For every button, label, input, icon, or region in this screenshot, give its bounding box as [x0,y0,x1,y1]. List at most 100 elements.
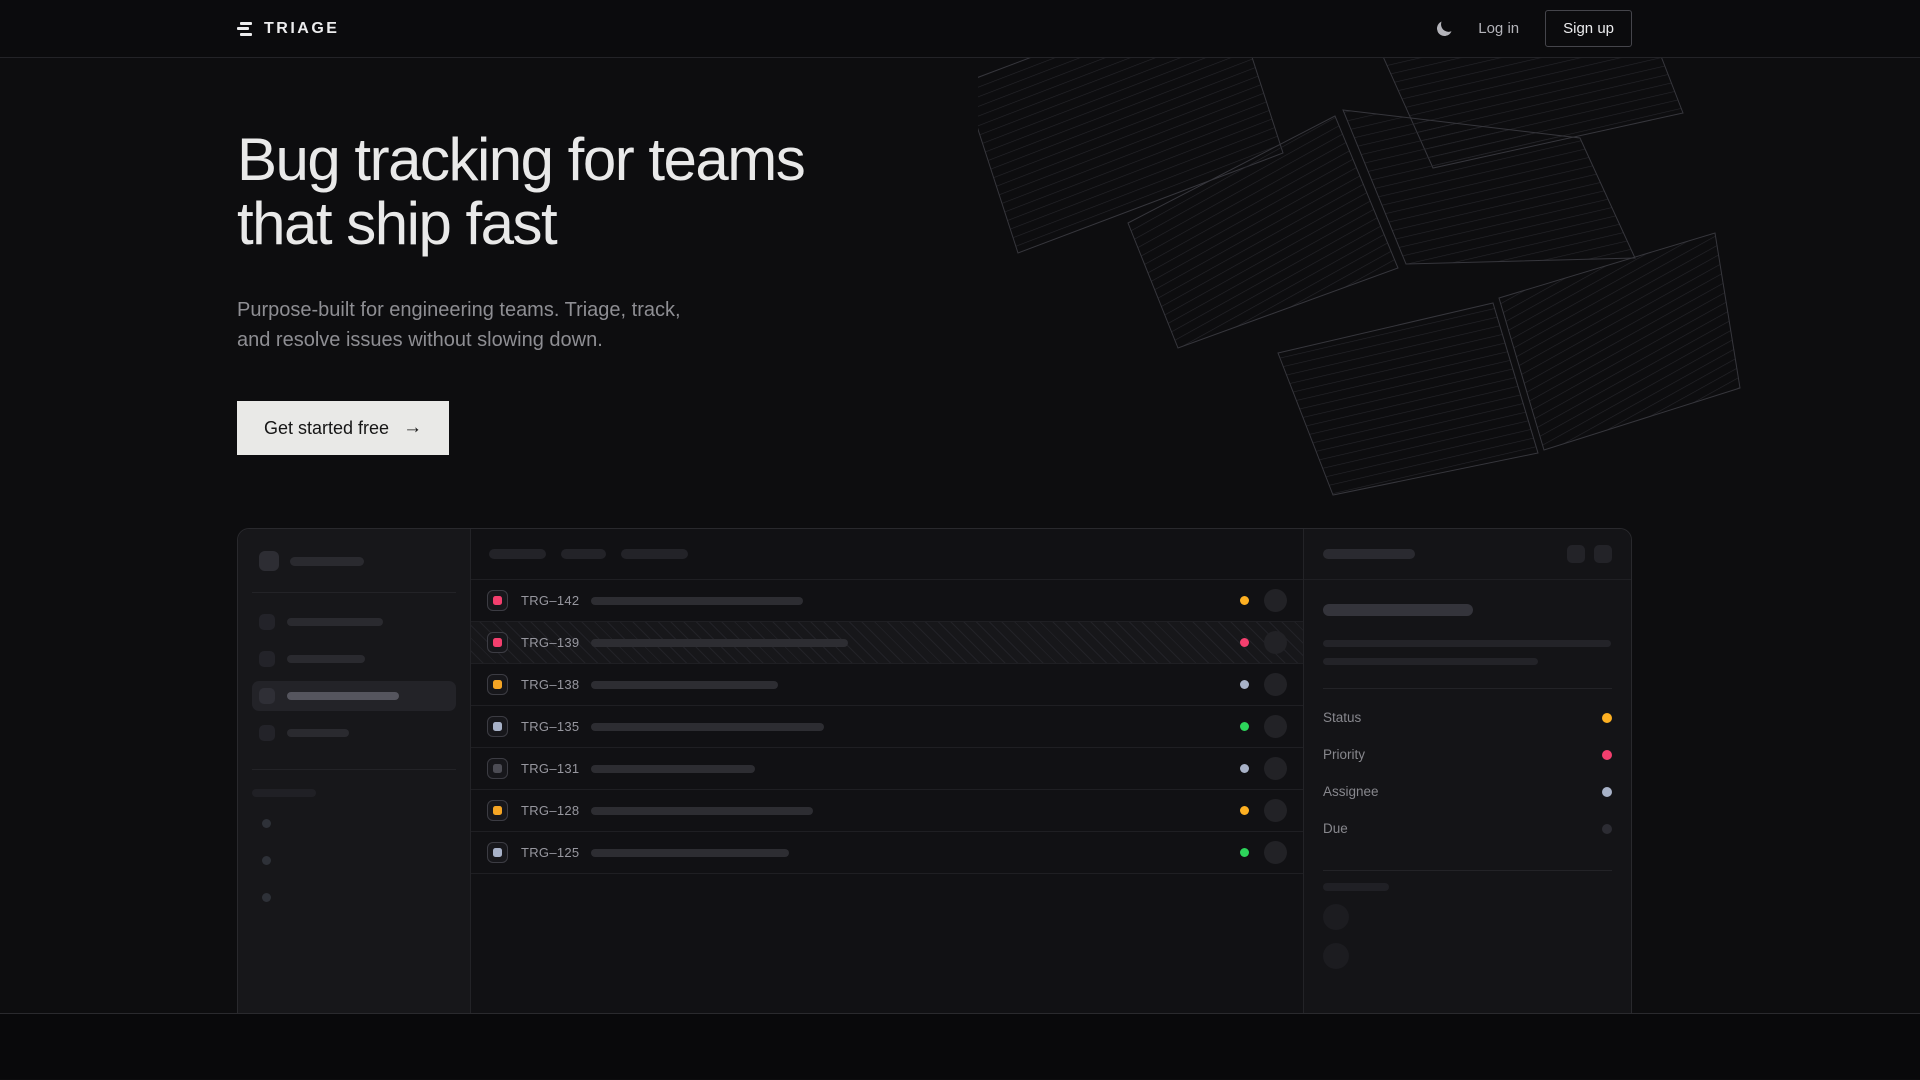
divider [1323,688,1612,689]
brand-logo[interactable]: TRIAGE [237,20,339,38]
brand-name: TRIAGE [264,19,340,37]
filter-pill-skeleton [489,549,546,559]
issue-title-skeleton [1323,604,1473,616]
theme-toggle-button[interactable] [1437,21,1452,36]
status-dot [1240,764,1249,773]
issue-description-skeleton [1323,640,1611,647]
divider [1323,870,1612,871]
field-label: Due [1323,821,1348,836]
sidebar-item-icon-skeleton [259,725,275,741]
workspace-avatar-skeleton [259,551,279,571]
issue-description-skeleton [1323,658,1538,665]
issue-title-bar-skeleton [591,596,803,605]
status-dot [1240,638,1249,647]
mockup-issue-list-pane: TRG–142 TRG–139 TRG–138 TRG–135 TRG–131 [471,529,1303,1013]
issue-id: TRG–138 [521,677,580,692]
detail-field-row: Priority [1323,736,1612,773]
issue-id: TRG–128 [521,803,580,818]
sidebar-item-skeleton [252,607,456,637]
issue-type-icon [487,716,508,737]
divider [252,769,456,770]
issue-id: TRG–139 [521,635,580,650]
detail-panel-header [1304,529,1631,580]
login-link[interactable]: Log in [1478,20,1520,37]
issue-row: TRG–131 [471,748,1303,790]
field-value-dot [1602,712,1612,723]
moon-icon [1436,19,1454,37]
field-label: Assignee [1323,784,1379,799]
issue-title-bar-skeleton [591,722,824,731]
sidebar-section-label-skeleton [252,784,456,802]
filter-pill-skeleton [561,549,606,559]
issue-type-icon [487,758,508,779]
filter-pill-skeleton [621,549,688,559]
workspace-switcher-skeleton [252,551,456,571]
hero-title-line1: Bug tracking for teams [237,126,806,193]
assignee-avatar-skeleton [1264,631,1287,654]
mockup-detail-panel: Status Priority Assignee Due [1303,529,1631,1013]
top-nav: TRIAGE Log in Sign up [0,0,1920,58]
status-dot [1240,722,1249,731]
sidebar-item-skeleton [252,644,456,674]
logo-icon [237,21,253,36]
sidebar-item-icon-skeleton [259,651,275,667]
issue-list: TRG–142 TRG–139 TRG–138 TRG–135 TRG–131 [471,580,1303,874]
issue-row: TRG–125 [471,832,1303,874]
issue-row: TRG–139 [471,622,1303,664]
detail-field-row: Status [1323,699,1612,736]
panel-action-button-skeleton [1567,545,1585,563]
sidebar-sub-items-skeleton [252,819,456,902]
issue-type-icon [487,674,508,695]
footer [0,1014,1920,1079]
sidebar-item-icon-skeleton [259,614,275,630]
issue-type-icon [487,842,508,863]
status-dot [1240,806,1249,815]
issue-type-icon [487,632,508,653]
assignee-avatar-skeleton [1264,799,1287,822]
list-toolbar-skeleton [471,529,1303,580]
divider [252,592,456,593]
issue-id: TRG–135 [521,719,580,734]
arrow-right-icon: → [403,417,423,438]
sidebar-item-skeleton [252,718,456,748]
issue-title-bar-skeleton [591,680,778,689]
activity-avatar-skeleton [1323,904,1349,930]
detail-field-row: Due [1323,810,1612,847]
field-label: Priority [1323,747,1366,762]
hero-subtitle: Purpose-built for engineering teams. Tri… [237,299,681,351]
issue-title-bar-skeleton [591,848,789,857]
get-started-label: Get started free [264,417,390,438]
assignee-avatar-skeleton [1264,757,1287,780]
workspace-name-skeleton [290,556,364,566]
hero-section: Bug tracking for teams that ship fast Pu… [0,58,1920,1014]
field-value-dot [1602,823,1612,834]
field-list: Status Priority Assignee Due [1323,699,1612,847]
issue-title-bar-skeleton [591,806,813,815]
issue-id: TRG–125 [521,845,580,860]
sidebar-item-skeleton-active [252,681,456,711]
field-value-dot [1602,786,1612,797]
issue-row: TRG–135 [471,706,1303,748]
sidebar-item-icon-skeleton [259,688,275,704]
status-dot [1240,848,1249,857]
issue-id: TRG–131 [521,761,580,776]
activity-avatar-skeleton [1323,943,1349,969]
hero-title: Bug tracking for teams that ship fast [237,128,1920,256]
issue-row: TRG–142 [471,580,1303,622]
issue-title-bar-skeleton [591,764,755,773]
assignee-avatar-skeleton [1264,589,1287,612]
activity-section-label-skeleton [1323,883,1389,891]
issue-title-bar-skeleton [591,638,848,647]
issue-row: TRG–128 [471,790,1303,832]
get-started-button[interactable]: Get started free → [237,401,450,455]
assignee-avatar-skeleton [1264,841,1287,864]
field-label: Status [1323,710,1362,725]
issue-row: TRG–138 [471,664,1303,706]
assignee-avatar-skeleton [1264,673,1287,696]
field-value-dot [1602,749,1612,760]
detail-field-row: Assignee [1323,773,1612,810]
panel-title-skeleton [1323,549,1415,559]
assignee-avatar-skeleton [1264,715,1287,738]
signup-button[interactable]: Sign up [1545,10,1632,47]
status-dot [1240,596,1249,605]
